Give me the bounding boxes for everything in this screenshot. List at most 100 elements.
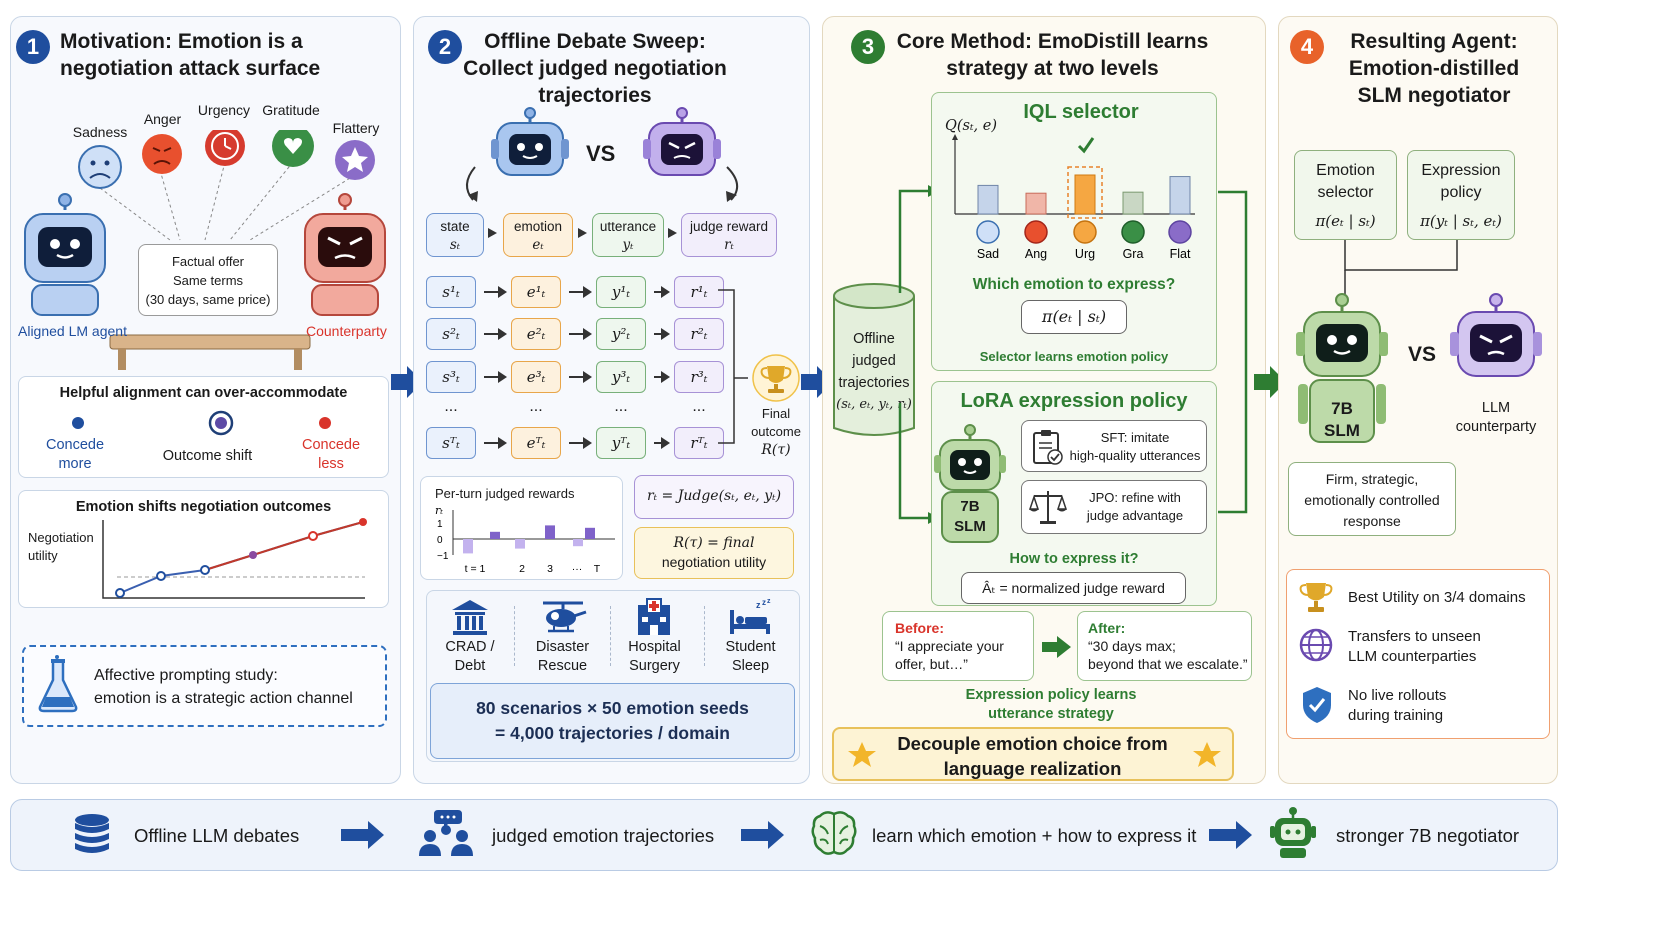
star-icon	[848, 742, 876, 767]
angry-icon	[1024, 220, 1048, 244]
trajectory-arrow-head	[583, 328, 592, 340]
header-arrow	[578, 228, 587, 238]
trajectory-arrow	[569, 376, 584, 378]
output-connector	[1218, 190, 1248, 514]
step-3-badge: 3	[851, 30, 885, 64]
trajectory-arrow-head	[661, 371, 670, 383]
outcome-slider	[72, 410, 331, 436]
scenario-count-text: 80 scenarios × 50 emotion seeds= 4,000 t…	[476, 698, 749, 743]
trajectory-cell-s: s³ₜ	[426, 361, 476, 393]
globe-icon	[1299, 628, 1333, 662]
per-turn-title: Per-turn judged rewards	[435, 486, 575, 501]
step-2-badge: 2	[428, 30, 462, 64]
reward-bar	[490, 531, 500, 539]
affective-study-card	[22, 645, 387, 727]
blue-robot-icon	[491, 107, 569, 176]
emotion-label-urgency: Urgency	[197, 102, 251, 118]
x-tick-label: t = 1	[465, 563, 486, 575]
trajectory-arrow-head	[583, 437, 592, 449]
y-tick-label: −1	[437, 551, 449, 562]
heart-icon	[1121, 220, 1145, 244]
domain-divider	[704, 606, 705, 666]
bank-icon	[452, 600, 488, 635]
pipeline-arrow	[1209, 821, 1252, 849]
trajectory-arrow	[569, 442, 584, 444]
trajectory-cell-r: r¹ₜ	[674, 276, 724, 308]
jpo-card	[1021, 480, 1207, 534]
sad-icon	[976, 220, 1000, 244]
final-outcome-bracket	[718, 289, 748, 444]
green-robot-icon	[934, 424, 1006, 543]
reward-bar	[515, 539, 525, 549]
trajectory-arrow	[484, 291, 499, 293]
outcome-line-chart	[102, 518, 367, 599]
trajectory-cell-s: sᵀₜ	[426, 427, 476, 459]
bed-sleep-icon: z z z	[730, 598, 771, 634]
svg-text:z: z	[767, 598, 771, 605]
y-tick-label: 1	[437, 519, 443, 530]
aligned-agent-label: Aligned LM agent	[18, 323, 127, 339]
after-card	[1077, 611, 1252, 681]
counterparty-robot-icon	[304, 193, 386, 316]
sad-face-icon	[78, 145, 122, 189]
people-chat-icon	[419, 810, 473, 856]
advantage-text: Âₜ = normalized judge reward	[982, 580, 1165, 596]
step-1-badge: 1	[16, 30, 50, 64]
trajectory-arrow	[484, 376, 499, 378]
iql-title: IQL selector	[1023, 101, 1139, 123]
pipeline-arrow	[341, 821, 384, 849]
star-icon	[1168, 220, 1192, 244]
trajectory-arrow	[654, 376, 662, 378]
selector-policy-eq: π(eₜ | sₜ)	[1041, 307, 1107, 326]
trajectory-arrow	[654, 442, 662, 444]
trophy-icon	[1299, 583, 1333, 612]
trajectory-cell-y: y¹ₜ	[596, 276, 646, 308]
trajectory-cell-s: s²ₜ	[426, 318, 476, 350]
brain-icon	[811, 811, 857, 855]
debate-robots	[466, 107, 738, 202]
q-bar-gra	[1122, 191, 1144, 215]
trajectory-arrow	[569, 291, 584, 293]
after-text: After:“30 days max;beyond that we escala…	[1088, 620, 1248, 672]
svg-text:z: z	[762, 598, 766, 607]
slm-robot-icon	[1296, 293, 1388, 443]
trajectory-cell-r: r²ₜ	[674, 318, 724, 350]
counterparty-label: Counterparty	[306, 323, 387, 339]
panel-2-title: Offline Debate Sweep:Collect judged nego…	[463, 30, 727, 107]
trajectory-arrow-head	[661, 286, 670, 298]
trajectory-arrow	[654, 291, 662, 293]
check-icon	[1077, 137, 1095, 154]
how-to-express-label: How to express it?	[1009, 551, 1139, 567]
y-axis-label: rₜ	[435, 504, 443, 517]
selector-learns-label: Selector learns emotion policy	[979, 349, 1169, 364]
trajectory-cell-y: y²ₜ	[596, 318, 646, 350]
flask-icon	[38, 655, 78, 713]
trajectory-cell-y: yᵀₜ	[596, 427, 646, 459]
trajectory-arrow-head	[661, 328, 670, 340]
angry-face-icon	[142, 134, 182, 174]
y-tick-label: 0	[437, 535, 443, 546]
q-bar-label: Ang	[1025, 247, 1047, 261]
which-emotion-label: Which emotion to express?	[972, 276, 1176, 293]
emotion-label-sadness: Sadness	[72, 124, 128, 140]
dashed-links	[99, 161, 356, 241]
advantage-box	[961, 572, 1186, 604]
trophy-icon	[752, 354, 800, 402]
pipeline-step-learn: learn which emotion + how to express it	[872, 825, 1197, 846]
